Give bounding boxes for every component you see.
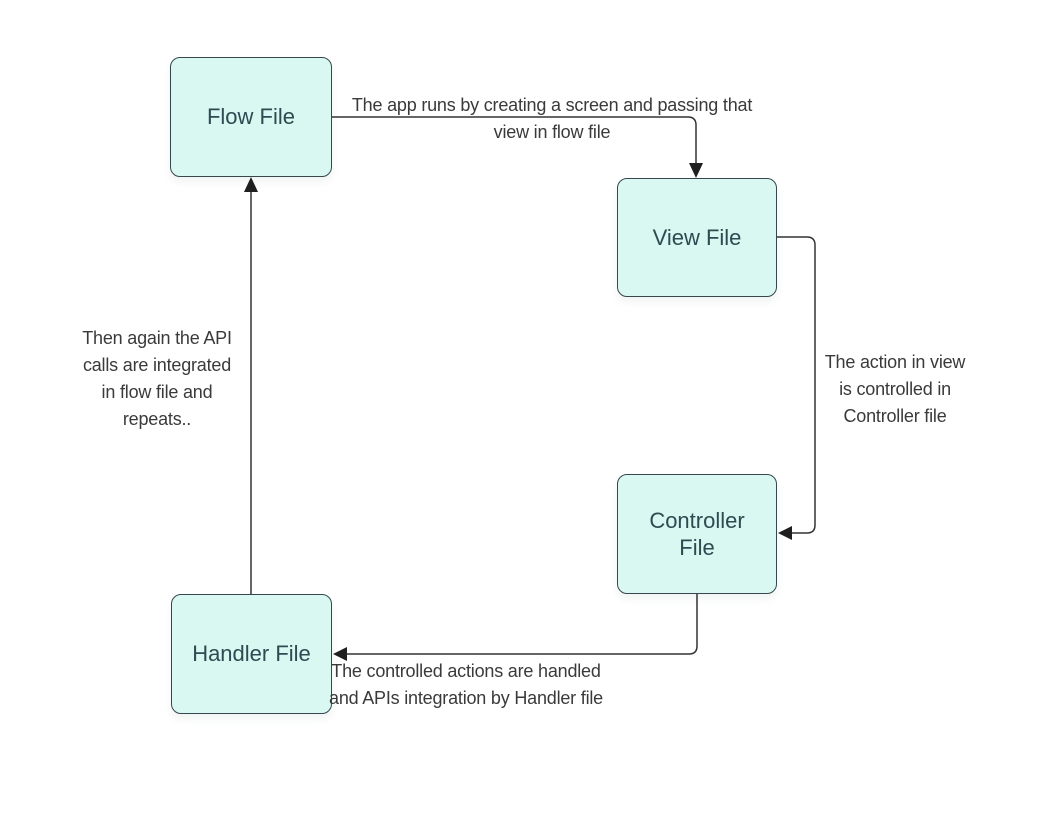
- edge-controller-to-handler: [346, 594, 698, 655]
- edge-label-line: Then again the API: [82, 328, 232, 348]
- edge-label-line: in flow file and: [101, 382, 213, 402]
- arrowhead-left-icon: [778, 526, 792, 540]
- edge-label-line: The controlled actions are handled: [331, 661, 601, 681]
- edge-label-view-to-controller: The action in view is controlled in Cont…: [824, 349, 966, 430]
- node-view-file-label: View File: [652, 224, 742, 250]
- node-controller-file-label: Controller File: [649, 507, 745, 561]
- edge-label-controller-to-handler: The controlled actions are handled and A…: [329, 658, 603, 712]
- node-controller-file: Controller File: [617, 474, 777, 594]
- node-handler-file: Handler File: [171, 594, 332, 714]
- node-handler-file-label: Handler File: [192, 641, 311, 667]
- edge-label-line: The app runs by creating a screen and pa…: [351, 95, 753, 115]
- edge-label-line: is controlled in: [839, 379, 951, 399]
- arrowhead-down-icon: [689, 163, 703, 178]
- edge-label-line: Controller file: [843, 406, 947, 426]
- arrowhead-up-icon: [244, 177, 258, 192]
- edge-view-to-controller: [777, 236, 816, 534]
- edge-label-line: view in flow file: [493, 122, 611, 142]
- edge-label-line: The action in view: [824, 352, 966, 372]
- edge-label-handler-to-flow: Then again the API calls are integrated …: [82, 325, 232, 433]
- node-flow-file-label: Flow File: [206, 104, 295, 130]
- node-view-file: View File: [617, 178, 777, 297]
- edge-label-line: and APIs integration by Handler file: [329, 688, 603, 708]
- edge-label-line: calls are integrated: [82, 355, 232, 375]
- edge-label-line: repeats..: [122, 409, 192, 429]
- edge-label-flow-to-view: The app runs by creating a screen and pa…: [352, 92, 752, 146]
- node-flow-file: Flow File: [170, 57, 332, 177]
